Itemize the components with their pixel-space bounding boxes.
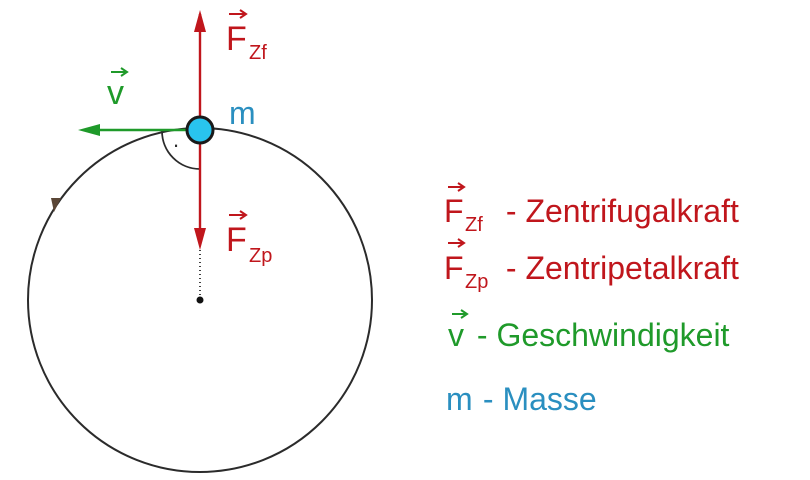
svg-text:F: F xyxy=(226,20,247,58)
legend-item-centrifugal: F Zf - Zentrifugalkraft xyxy=(444,182,739,236)
svg-text:Zf: Zf xyxy=(465,214,483,236)
label-centripetal-force: F Zp xyxy=(226,210,272,267)
velocity-arrowhead xyxy=(78,124,100,136)
label-centrifugal-force: F Zf xyxy=(226,9,267,64)
centripetal-force-arrowhead xyxy=(194,228,206,250)
svg-text:Zp: Zp xyxy=(249,245,272,267)
svg-text:Zf: Zf xyxy=(249,42,267,64)
circle-center xyxy=(196,296,204,304)
right-angle-dot: · xyxy=(172,132,179,157)
legend-item-velocity: v - Geschwindigkeit xyxy=(448,309,730,353)
legend-item-centripetal: F Zp - Zentripetalkraft xyxy=(444,238,739,293)
label-mass: m xyxy=(229,95,256,131)
svg-text:- Masse: - Masse xyxy=(474,381,597,417)
orbit-direction-arrow xyxy=(51,198,61,212)
svg-text:F: F xyxy=(444,193,464,229)
svg-text:- Zentripetalkraft: - Zentripetalkraft xyxy=(497,250,739,286)
mass-ball xyxy=(185,115,215,145)
legend-item-mass: m - Masse xyxy=(446,381,597,417)
svg-text:v: v xyxy=(107,74,124,112)
legend: F Zf - Zentrifugalkraft F Zp - Zentripet… xyxy=(444,182,739,417)
svg-text:v: v xyxy=(448,317,464,353)
label-velocity: v xyxy=(107,67,129,112)
svg-text:F: F xyxy=(226,221,247,259)
svg-text:- Geschwindigkeit: - Geschwindigkeit xyxy=(468,317,730,353)
centrifugal-force-arrowhead xyxy=(194,10,206,32)
svg-text:m: m xyxy=(446,381,473,417)
svg-text:F: F xyxy=(444,250,464,286)
svg-text:- Zentrifugalkraft: - Zentrifugalkraft xyxy=(497,193,739,229)
svg-text:Zp: Zp xyxy=(465,271,488,293)
right-angle-arc xyxy=(161,130,201,170)
